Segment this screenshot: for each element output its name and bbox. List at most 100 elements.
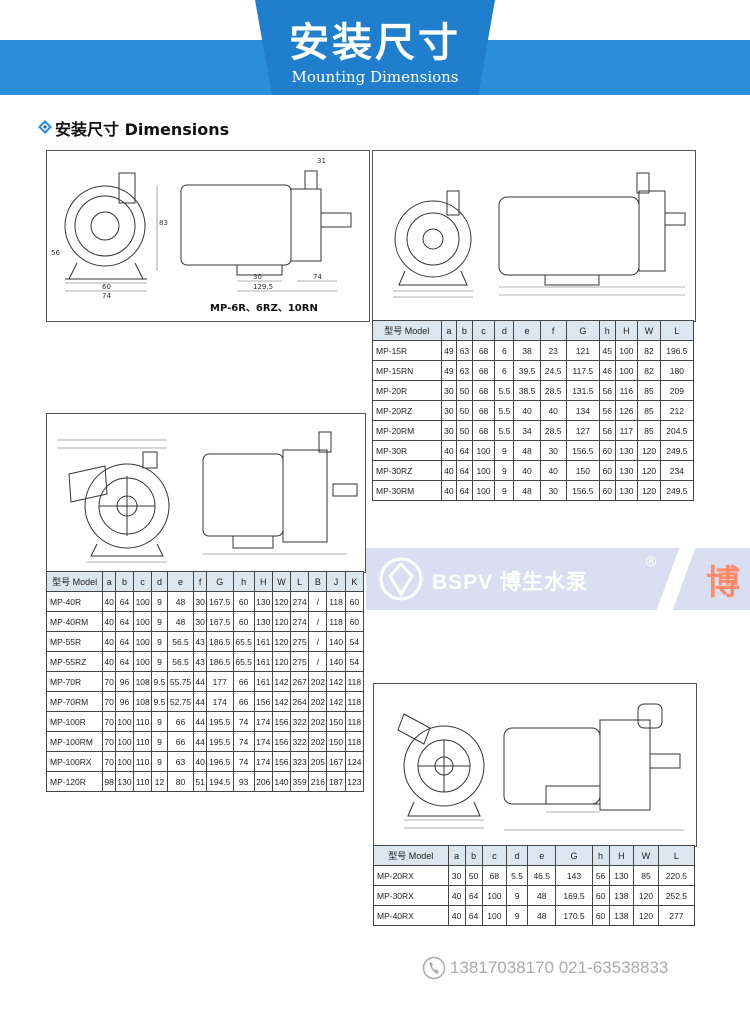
value-cell: 44 xyxy=(193,671,207,692)
model-cell: MP-70RM xyxy=(45,691,104,712)
value-cell: 249.5 xyxy=(659,440,695,461)
value-cell: 70 xyxy=(102,691,116,712)
value-cell: 30 xyxy=(193,611,207,632)
value-cell: 6 xyxy=(494,340,515,361)
value-cell: 196.5 xyxy=(205,751,234,772)
value-cell: 161 xyxy=(253,671,273,692)
value-cell: 39.5 xyxy=(513,360,541,381)
value-cell: 205 xyxy=(308,751,328,772)
value-cell: 174 xyxy=(253,731,273,752)
column-header: f xyxy=(193,571,207,592)
value-cell: 40 xyxy=(102,611,116,632)
value-cell: 156.5 xyxy=(565,440,600,461)
value-cell: 48 xyxy=(513,440,541,461)
value-cell: 100 xyxy=(614,340,639,361)
value-cell: 48 xyxy=(166,591,195,612)
brand-logo-icon xyxy=(379,557,423,601)
value-cell: 28.5 xyxy=(539,380,567,401)
column-header: 型号 Model xyxy=(372,320,442,341)
value-cell: 140 xyxy=(326,651,346,672)
column-header: W xyxy=(271,571,292,592)
value-cell: 56 xyxy=(598,420,616,441)
value-cell: 24.5 xyxy=(539,360,567,381)
value-cell: 5.5 xyxy=(494,400,515,421)
value-cell: 275 xyxy=(290,651,310,672)
value-cell: 64 xyxy=(464,885,483,906)
value-cell: / xyxy=(308,651,328,672)
value-cell: 150 xyxy=(326,731,346,752)
column-header: a xyxy=(102,571,116,592)
value-cell: 202 xyxy=(308,711,328,732)
value-cell: 118 xyxy=(344,671,365,692)
value-cell: 100 xyxy=(614,360,639,381)
value-cell: 359 xyxy=(290,771,310,792)
value-cell: 65.5 xyxy=(232,651,255,672)
value-cell: 38.5 xyxy=(513,380,541,401)
value-cell: 40 xyxy=(102,591,116,612)
value-cell: 118 xyxy=(326,591,346,612)
value-cell: 277 xyxy=(657,905,696,926)
value-cell: 68 xyxy=(471,420,496,441)
value-cell: 68 xyxy=(471,360,496,381)
dim-label: 74 xyxy=(313,273,322,281)
pump-drawing-1: 31 83 56 60 74 30 129.5 74 xyxy=(51,157,352,300)
column-header: e xyxy=(526,845,557,866)
dim-label: 30 xyxy=(253,273,262,281)
value-cell: 28.5 xyxy=(539,420,567,441)
value-cell: 130 xyxy=(614,460,639,481)
value-cell: 100 xyxy=(133,651,153,672)
value-cell: 60 xyxy=(598,440,616,461)
value-cell: 46 xyxy=(598,360,616,381)
value-cell: 96 xyxy=(114,671,135,692)
value-cell: 194.5 xyxy=(205,771,234,792)
page-subtitle: Mounting Dimensions xyxy=(291,68,459,86)
value-cell: 70 xyxy=(102,731,116,752)
value-cell: 118 xyxy=(344,731,365,752)
value-cell: 43 xyxy=(193,631,207,652)
value-cell: 40 xyxy=(440,480,458,501)
value-cell: 40 xyxy=(193,751,207,772)
column-header: a xyxy=(440,320,458,341)
value-cell: 127 xyxy=(565,420,600,441)
value-cell: 30 xyxy=(539,440,567,461)
column-header: a xyxy=(447,845,466,866)
value-cell: 50 xyxy=(456,400,473,421)
value-cell: 121 xyxy=(565,340,600,361)
value-cell: 130 xyxy=(114,771,135,792)
value-cell: 167 xyxy=(326,751,346,772)
column-header: L xyxy=(657,845,696,866)
value-cell: 156.5 xyxy=(565,480,600,501)
model-cell: MP-40R xyxy=(45,591,104,612)
value-cell: 249.5 xyxy=(659,480,695,501)
value-cell: 117 xyxy=(614,420,639,441)
value-cell: 60 xyxy=(344,611,365,632)
value-cell: 68 xyxy=(471,340,496,361)
value-cell: 202 xyxy=(308,671,328,692)
value-cell: 9.5 xyxy=(151,691,168,712)
value-cell: 118 xyxy=(326,611,346,632)
column-header: G xyxy=(205,571,234,592)
value-cell: 80 xyxy=(166,771,195,792)
value-cell: 63 xyxy=(456,360,473,381)
value-cell: 44 xyxy=(193,711,207,732)
value-cell: 60 xyxy=(591,905,610,926)
value-cell: / xyxy=(308,611,328,632)
column-header: 型号 Model xyxy=(373,845,449,866)
value-cell: 70 xyxy=(102,751,116,772)
value-cell: 40 xyxy=(539,400,567,421)
value-cell: 142 xyxy=(271,671,292,692)
value-cell: 108 xyxy=(133,691,153,712)
value-cell: 46.5 xyxy=(526,865,557,886)
column-header: J xyxy=(326,571,346,592)
value-cell: 252.5 xyxy=(657,885,696,906)
value-cell: 60 xyxy=(591,885,610,906)
value-cell: 120 xyxy=(637,440,661,461)
value-cell: 118 xyxy=(344,711,365,732)
value-cell: 9 xyxy=(151,651,168,672)
drawing-title: MP-6R、6RZ、10RN xyxy=(210,303,318,314)
